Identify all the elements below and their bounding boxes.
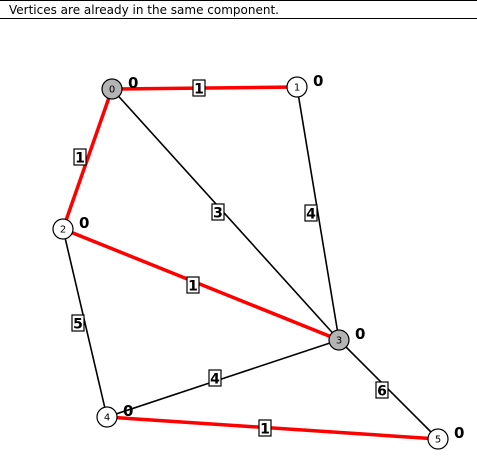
edge-3-4[interactable] <box>106 339 340 418</box>
edge-labels-layer: 1 1 3 4 1 5 4 6 1 <box>71 79 389 438</box>
edge-weight-text: 4 <box>210 372 220 388</box>
edge-2-4[interactable] <box>62 228 108 418</box>
edge-weight-text: 3 <box>213 206 223 222</box>
status-bar: Vertices are already in the same compone… <box>0 0 477 19</box>
edge-weight-label-2-3: 1 <box>186 276 200 295</box>
edge-weight-box <box>192 79 206 97</box>
edge-weight-text: 1 <box>188 279 198 295</box>
vertex-value-label: 0 <box>454 424 464 442</box>
edge-weight-label-0-3: 3 <box>211 203 225 222</box>
edge-weight-label-1-3: 4 <box>304 204 318 223</box>
vertex-id-label: 3 <box>336 336 342 347</box>
edge-0-3[interactable] <box>111 88 340 341</box>
vertex-circle[interactable] <box>52 218 74 240</box>
edge-weight-text: 6 <box>377 384 387 400</box>
vertex-id-label: 0 <box>109 85 115 96</box>
edge-weight-label-3-4: 4 <box>208 369 222 388</box>
vertex-value-label: 0 <box>355 325 365 343</box>
edge-weight-box <box>258 419 272 437</box>
vertex-id-label: 4 <box>104 413 110 424</box>
vertex-circle[interactable] <box>286 76 308 98</box>
edge-weight-label-4-5: 1 <box>258 419 272 438</box>
edge-weight-box <box>73 148 87 166</box>
edge-1-3[interactable] <box>296 86 340 341</box>
edge-weight-label-3-5: 6 <box>375 381 389 400</box>
edge-weight-box <box>375 381 389 399</box>
edge-weight-label-0-1: 1 <box>192 79 206 98</box>
edge-4-5[interactable] <box>106 415 439 441</box>
vertex-value-label: 0 <box>123 402 133 420</box>
edge-weight-text: 5 <box>73 317 83 333</box>
vertex-id-label: 2 <box>60 225 66 236</box>
vertex-id-label: 1 <box>294 83 300 94</box>
vertex-value-label: 0 <box>128 74 138 92</box>
vertex-circle[interactable] <box>101 78 123 100</box>
edge-weight-text: 1 <box>260 422 270 438</box>
edge-2-3[interactable] <box>62 227 340 342</box>
edge-weight-box <box>208 369 222 387</box>
status-message: Vertices are already in the same compone… <box>9 3 279 17</box>
edge-weight-box <box>304 204 318 222</box>
edge-weight-text: 1 <box>75 151 85 167</box>
vertex-id-label: 5 <box>435 435 441 446</box>
vertex-circle[interactable] <box>328 329 350 351</box>
edge-weight-box <box>186 276 200 294</box>
edge-weight-box <box>71 314 85 332</box>
edge-weight-text: 1 <box>194 82 204 98</box>
edge-weight-text: 4 <box>306 207 316 223</box>
edge-weight-box <box>211 203 225 221</box>
vertex-circle[interactable] <box>427 428 449 450</box>
edge-weight-label-0-2: 1 <box>73 148 87 167</box>
vertex-value-label: 0 <box>313 72 323 90</box>
vertex-value-label: 0 <box>79 214 89 232</box>
edge-weight-label-2-4: 5 <box>71 314 85 333</box>
vertex-circle[interactable] <box>96 406 118 428</box>
edge-0-2[interactable] <box>61 88 114 230</box>
